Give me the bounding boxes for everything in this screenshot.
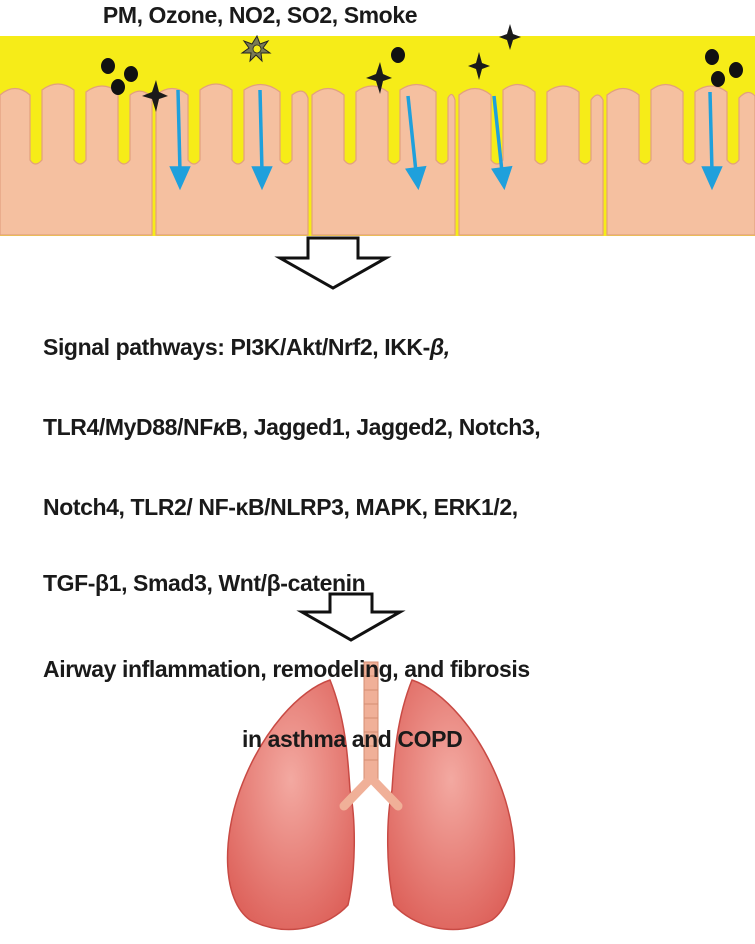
left-lung bbox=[226, 679, 356, 931]
particulate-dots bbox=[101, 47, 743, 95]
outcome-line-2: in asthma and COPD bbox=[242, 726, 463, 752]
pollutant-stars bbox=[142, 24, 521, 112]
penetration-arrows bbox=[169, 89, 723, 191]
flow-arrow-2 bbox=[296, 592, 406, 642]
flow-arrow-1 bbox=[274, 236, 392, 290]
pathway-line-1: Signal pathways: PI3K/Akt/Nrf2, IKK-β, bbox=[43, 334, 450, 361]
pathway-line-1-beta: β, bbox=[429, 334, 450, 360]
outcome-line-1: Airway inflammation, remodeling, and fib… bbox=[43, 656, 530, 682]
lungs-illustration bbox=[226, 661, 516, 931]
right-lung bbox=[386, 679, 516, 931]
pathway-line-1-text: Signal pathways: PI3K/Akt/Nrf2, IKK- bbox=[43, 334, 430, 360]
pathway-line-4: TGF-β1, Smad3, Wnt/β-catenin bbox=[43, 570, 366, 596]
pathway-line-2-text-b: B, Jagged1, Jagged2, Notch3, bbox=[225, 414, 541, 440]
pathway-line-2: TLR4/MyD88/NFκB, Jagged1, Jagged2, Notch… bbox=[43, 414, 541, 441]
ozone-burst-icon bbox=[240, 34, 272, 63]
pathway-line-2-text-a: TLR4/MyD88/NF bbox=[43, 414, 213, 440]
pathway-line-2-kappa: κ bbox=[212, 414, 226, 440]
epithelial-cells bbox=[0, 83, 755, 236]
bronchi bbox=[339, 773, 403, 811]
pathway-line-3: Notch4, TLR2/ NF-κB/NLRP3, MAPK, ERK1/2, bbox=[43, 494, 518, 520]
pollutant-title: PM, Ozone, NO2, SO2, Smoke bbox=[102, 2, 418, 28]
